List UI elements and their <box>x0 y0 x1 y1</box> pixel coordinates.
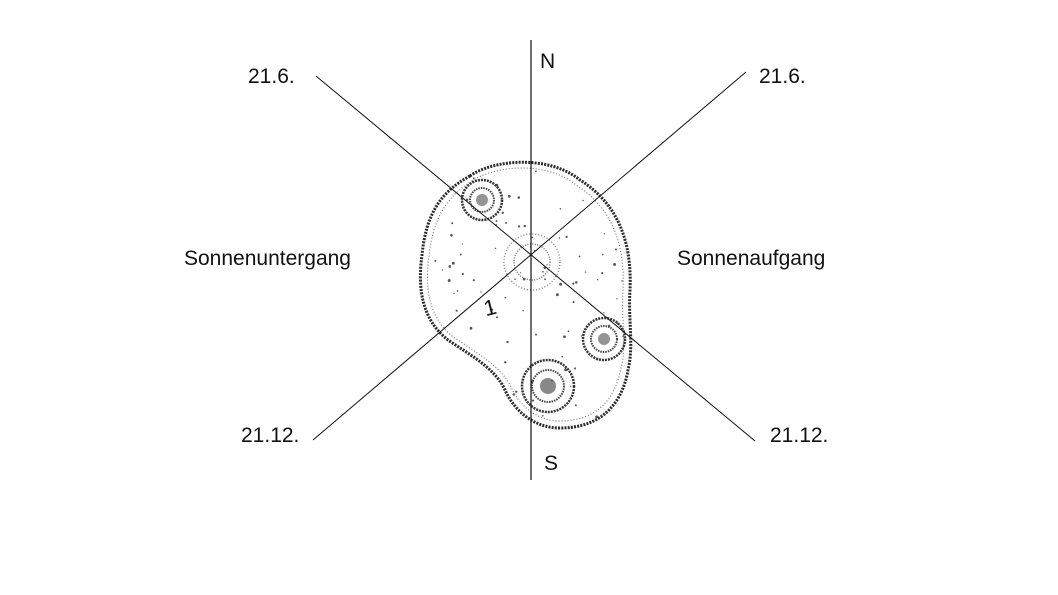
stipple-dot <box>575 281 578 284</box>
stipple-dot <box>601 253 604 256</box>
stipple-dot <box>601 272 604 275</box>
stipple-dot <box>517 196 521 199</box>
south-label: S <box>544 452 559 475</box>
stipple-dot <box>494 247 497 250</box>
stipple-dot <box>621 280 623 282</box>
stipple-dot <box>459 253 462 256</box>
stipple-dot <box>542 270 544 273</box>
stipple-dot <box>519 272 522 274</box>
stipple-dot <box>455 309 458 312</box>
stipple-dot <box>504 296 507 299</box>
stipple-dot <box>441 269 443 271</box>
enclosure-outline-inner <box>426 167 625 422</box>
stipple-dot <box>615 248 617 251</box>
stipple-dot <box>616 298 618 300</box>
north-label: N <box>540 50 556 73</box>
stipple-dot <box>535 333 537 336</box>
summer-sunset-winter-sunrise-line <box>315 75 756 442</box>
stipple-dot <box>450 234 453 237</box>
summer-sunrise-winter-sunset-line <box>312 71 747 441</box>
enclosure-outline <box>418 160 633 430</box>
stipple-dot <box>517 225 521 228</box>
stipple-dot <box>558 237 561 239</box>
stipple-dot <box>480 291 482 293</box>
stipple-dot <box>504 361 507 364</box>
stipple-dot <box>448 265 452 268</box>
stipple-dot <box>506 340 509 344</box>
stipple-dot <box>461 243 463 245</box>
stipple-dot <box>561 355 564 358</box>
stone-northwest <box>460 178 504 222</box>
stone-south <box>520 358 576 414</box>
stipple-dot <box>495 219 498 222</box>
stipple-dot <box>565 235 568 239</box>
stipple-dot <box>531 399 535 402</box>
stipple-dot <box>496 316 498 319</box>
summer-solstice-east-label: 21.6. <box>759 65 806 88</box>
stipple-dot <box>451 222 454 225</box>
stipple-dot <box>461 272 464 276</box>
stipple-dot <box>559 282 563 286</box>
stipple-dot <box>570 385 572 387</box>
stipple-dot <box>469 326 473 330</box>
stipple-dot <box>563 335 566 339</box>
stipple-dot <box>434 259 437 262</box>
stipple-dot <box>523 224 526 228</box>
stipple-dot <box>584 271 587 273</box>
stipple-dot <box>572 301 575 304</box>
stipple-dot <box>572 282 575 285</box>
stipple-dot <box>567 330 570 333</box>
stipple-dot <box>544 278 547 281</box>
stipple-dot <box>555 293 559 297</box>
stipple-dot <box>505 222 507 224</box>
summer-solstice-west-label: 21.6. <box>248 65 295 88</box>
stipple-dot <box>613 262 617 266</box>
stipple-dot <box>603 233 605 235</box>
stipple-dot <box>559 208 562 210</box>
stipple-dot <box>580 335 582 337</box>
stipple-dot <box>546 264 548 266</box>
stipple-dot <box>531 236 534 239</box>
stipple-dot <box>472 177 475 180</box>
stipple-dot <box>597 279 599 281</box>
stipple-dot <box>574 404 577 407</box>
stipple-dot <box>447 279 451 282</box>
stipple-dot <box>578 255 581 258</box>
winter-solstice-east-label: 21.12. <box>770 424 829 447</box>
stone-east <box>581 316 627 362</box>
stipple-dot <box>541 414 544 417</box>
stipple-dot <box>514 278 516 281</box>
stipple-dot <box>515 390 518 393</box>
sunset-label: Sonnenuntergang <box>184 247 351 270</box>
enclosure-stipple <box>434 170 624 419</box>
stipple-dot <box>456 290 459 292</box>
stipple-dot <box>472 279 475 282</box>
stipple-dot <box>535 170 537 173</box>
winter-solstice-west-label: 21.12. <box>241 424 300 447</box>
stipple-dot <box>451 261 455 265</box>
stipple-dot <box>582 199 584 202</box>
stipple-dot <box>522 310 524 312</box>
stipple-dot <box>465 198 469 202</box>
stipple-dot <box>501 211 504 214</box>
sunrise-label: Sonnenaufgang <box>677 247 826 270</box>
center-stone <box>503 233 561 291</box>
stipple-dot <box>603 312 605 314</box>
stipple-dot <box>453 292 455 295</box>
stipple-dot <box>490 308 494 311</box>
stipple-dot <box>574 367 577 370</box>
stipple-dot <box>507 194 511 198</box>
